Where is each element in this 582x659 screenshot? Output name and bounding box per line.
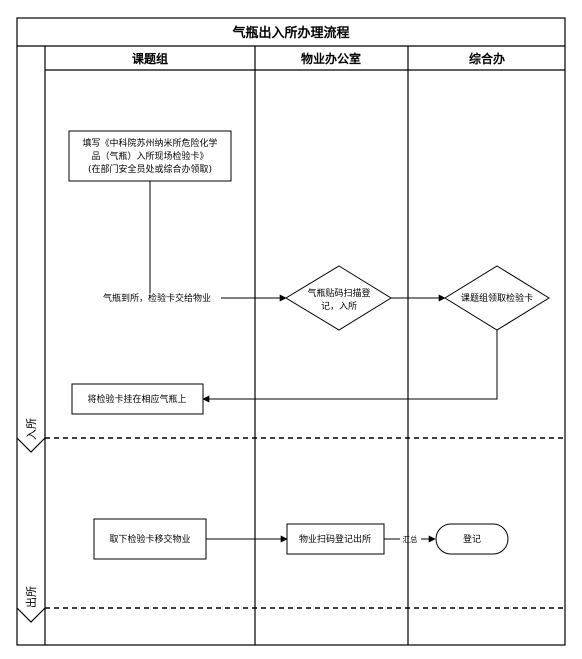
node-fill-card: 填写《中科院苏州纳米所危险化学 品（气瓶）入所现场检验卡》 (在部门安全员处或综…: [68, 130, 232, 182]
column-header-research-group: 课题组: [132, 51, 168, 66]
node-collect-card-line1: 课题组领取检验卡: [461, 292, 533, 304]
node-scan-register-line2: 记，入所: [321, 301, 357, 312]
node-register-end-line1: 登记: [463, 534, 481, 545]
node-remove-card-line1: 取下检验卡移交物业: [109, 533, 190, 545]
node-scan-exit-box: [286, 523, 385, 555]
node-scan-register: 气瓶贴码扫描登 记，入所: [285, 265, 392, 331]
column-header-general-office: 综合办: [469, 51, 505, 66]
node-scan-register-line1: 气瓶贴码扫描登: [307, 287, 370, 299]
node-hang-card-line1: 将检验卡挂在相应气瓶上: [87, 393, 186, 405]
phase-chevron-exit: [16, 607, 46, 623]
node-hang-card: 将检验卡挂在相应气瓶上: [71, 383, 204, 415]
node-fill-card-line2: 品（气瓶）入所现场检验卡》: [91, 150, 208, 162]
column-header-property-office: 物业办公室: [301, 51, 361, 66]
node-register-end-terminal: [435, 523, 509, 555]
node-register-end: 登记: [435, 523, 509, 555]
node-scan-exit: 物业扫码登记出所: [286, 523, 385, 555]
node-scan-register-diamond: [285, 265, 392, 331]
phase-label-entry: 入所: [25, 418, 38, 440]
node-remove-card-box: [93, 518, 207, 560]
phase-chevron-entry: [16, 437, 46, 453]
connector-collect-to-hang: [202, 330, 498, 403]
node-scan-exit-line1: 物业扫码登记出所: [299, 533, 371, 545]
outer-frame: [16, 17, 566, 646]
node-remove-card: 取下检验卡移交物业: [93, 518, 207, 560]
diagram-title: 气瓶出入所办理流程: [232, 25, 349, 41]
node-fill-card-box: [68, 130, 232, 182]
phase-label-exit: 出所: [24, 586, 38, 608]
node-collect-card: 课题组领取检验卡: [444, 265, 550, 331]
node-hang-card-box: [71, 383, 204, 415]
node-fill-card-line3: (在部门安全员处或综合办领取): [88, 163, 212, 175]
edge-label-arrive: 气瓶到所，检验卡交给物业: [103, 292, 211, 304]
node-fill-card-line1: 填写《中科院苏州纳米所危险化学: [82, 137, 217, 149]
edge-label-summary: 汇总: [403, 534, 418, 544]
node-collect-card-diamond: [444, 265, 550, 331]
